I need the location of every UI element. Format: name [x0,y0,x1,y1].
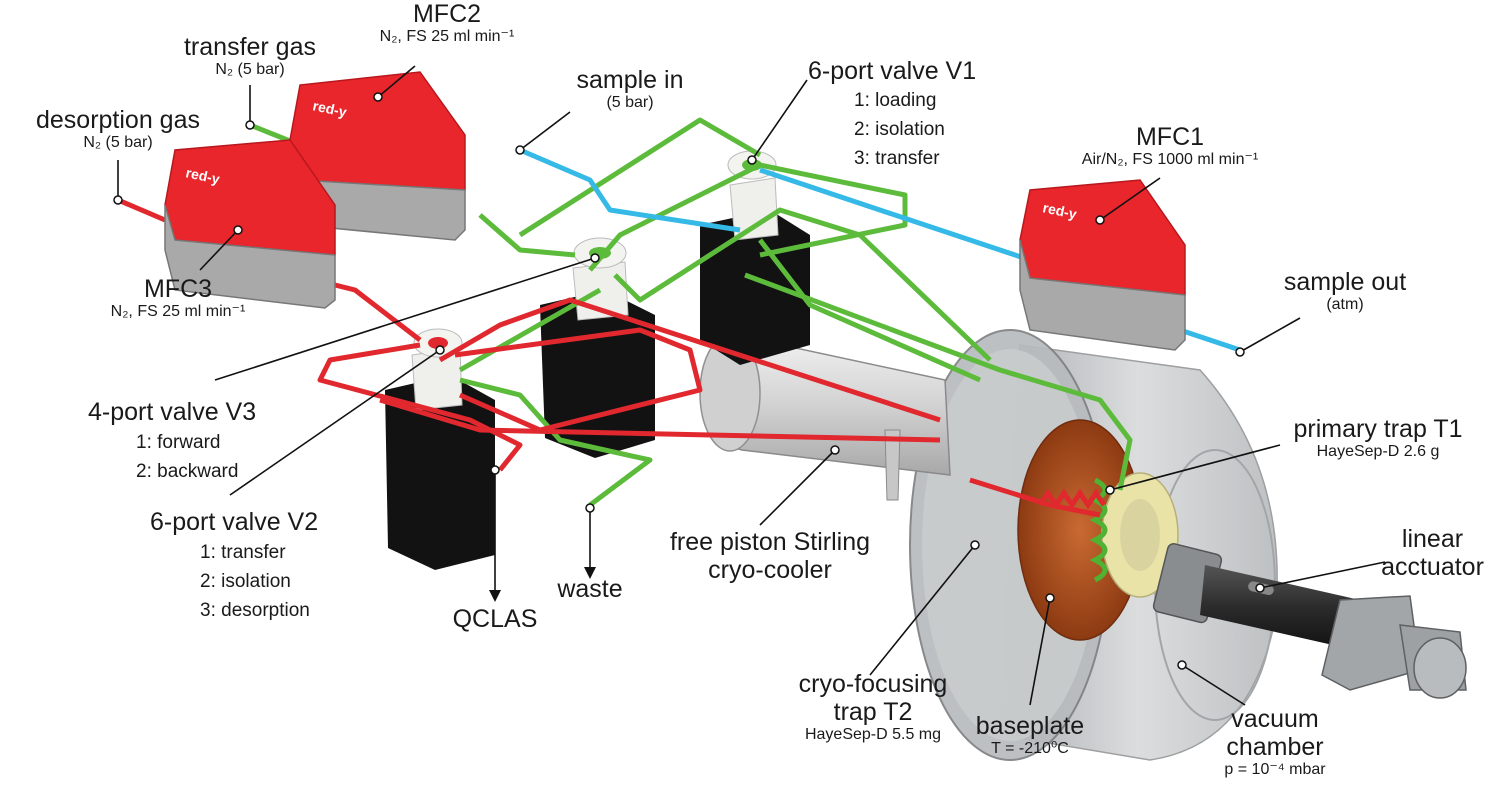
v1-item: 2: isolation [854,119,945,140]
baseplate-title: baseplate [975,712,1085,740]
cryo-focusing-detail: HayeSep-D 5.5 mg [804,726,942,743]
svg-text:red-y: red-y [1041,199,1078,222]
linear-actuator-label: linear acctuator [1375,525,1490,581]
baseplate-detail: T = -210⁰C [991,740,1069,757]
primary-trap-title: primary trap T1 [1293,415,1463,443]
v1-item: 1: loading [854,90,937,111]
v2-item: 1: transfer [200,542,286,563]
sample-out-title: sample out [1283,268,1407,296]
vacuum-chamber-line2: chamber [1226,733,1324,761]
svg-text:red-y: red-y [311,97,348,120]
mfc1-detail: Air/N₂, FS 1000 ml min⁻¹ [1081,151,1259,168]
linear-actuator-line1: linear [1401,525,1464,553]
valve-v2-icon [385,328,495,570]
cryo-focusing-line1: cryo-focusing [798,670,948,698]
sample-in-detail: (5 bar) [606,94,654,111]
desorption-gas-detail: N₂ (5 bar) [83,134,153,151]
leader-dots [113,92,1265,670]
stirling-line1: free piston Stirling [669,528,871,556]
vacuum-chamber-label: vacuum chamber p = 10⁻⁴ mbar [1195,705,1355,779]
leader-lines [117,65,1386,706]
baseplate-label: baseplate T = -210⁰C [960,712,1100,758]
blue-tubing [519,147,1241,353]
v2-item: 2: isolation [200,571,291,592]
mfc2-title: MFC2 [412,0,482,28]
cryo-focusing-trap-label: cryo-focusing trap T2 HayeSep-D 5.5 mg [768,670,978,744]
red-tubing [117,197,1101,518]
mfc2-detail: N₂, FS 25 ml min⁻¹ [379,28,515,45]
sample-in-title: sample in [576,66,684,94]
linear-actuator-icon [1152,543,1467,699]
waste-label: waste [557,575,623,603]
primary-trap-label: primary trap T1 HayeSep-D 2.6 g [1268,415,1488,461]
mfc3-icon: red-y [164,139,336,309]
mfc3-detail: N₂, FS 25 ml min⁻¹ [110,303,246,320]
v3-item: 2: backward [136,461,239,482]
mfc1-label: MFC1 Air/N₂, FS 1000 ml min⁻¹ [1050,123,1290,169]
v3-title: 4-port valve V3 [88,398,257,426]
vacuum-chamber-line1: vacuum [1231,705,1319,733]
v1-item: 3: transfer [854,148,940,169]
primary-trap-detail: HayeSep-D 2.6 g [1316,443,1440,460]
stirling-label: free piston Stirling cryo-cooler [640,528,900,584]
valve-v1-icon [700,150,810,365]
mfc3-label: MFC3 N₂, FS 25 ml min⁻¹ [88,275,268,321]
sample-out-detail: (atm) [1326,296,1364,313]
sample-in-label: sample in (5 bar) [555,66,705,112]
mfc2-label: MFC2 N₂, FS 25 ml min⁻¹ [362,0,532,46]
desorption-gas-title: desorption gas [35,106,200,134]
cryo-focusing-line2: trap T2 [833,698,913,726]
vacuum-chamber-detail: p = 10⁻⁴ mbar [1224,761,1326,778]
cryo-focusing-trap-icon [1037,488,1107,510]
waste-arrow-icon [584,567,596,579]
transfer-gas-label: transfer gas N₂ (5 bar) [160,33,340,79]
transfer-gas-title: transfer gas [183,33,316,61]
v1-title: 6-port valve V1 [808,57,977,85]
v2-title: 6-port valve V2 [150,508,319,536]
desorption-gas-label: desorption gas N₂ (5 bar) [18,106,218,152]
mfc3-title: MFC3 [143,275,213,303]
v3-item: 1: forward [136,432,221,453]
linear-actuator-line2: acctuator [1381,553,1484,581]
v3-label: 4-port valve V3 1: forward 2: backward [88,396,256,486]
qclas-label: QCLAS [452,605,538,633]
flow-arrows [489,567,596,602]
sample-out-label: sample out (atm) [1270,268,1420,314]
qclas-arrow-icon [489,590,501,602]
transfer-gas-detail: N₂ (5 bar) [215,61,285,78]
v1-label: 6-port valve V1 1: loading 2: isolation … [808,56,976,173]
v2-label: 6-port valve V2 1: transfer 2: isolation… [150,506,318,625]
mfc1-title: MFC1 [1135,123,1205,151]
stirling-line2: cryo-cooler [708,556,832,584]
mfc1-icon: red-y [1019,179,1186,351]
v2-item: 3: desorption [200,600,310,621]
svg-text:red-y: red-y [184,164,221,187]
green-tubing [249,117,1133,507]
